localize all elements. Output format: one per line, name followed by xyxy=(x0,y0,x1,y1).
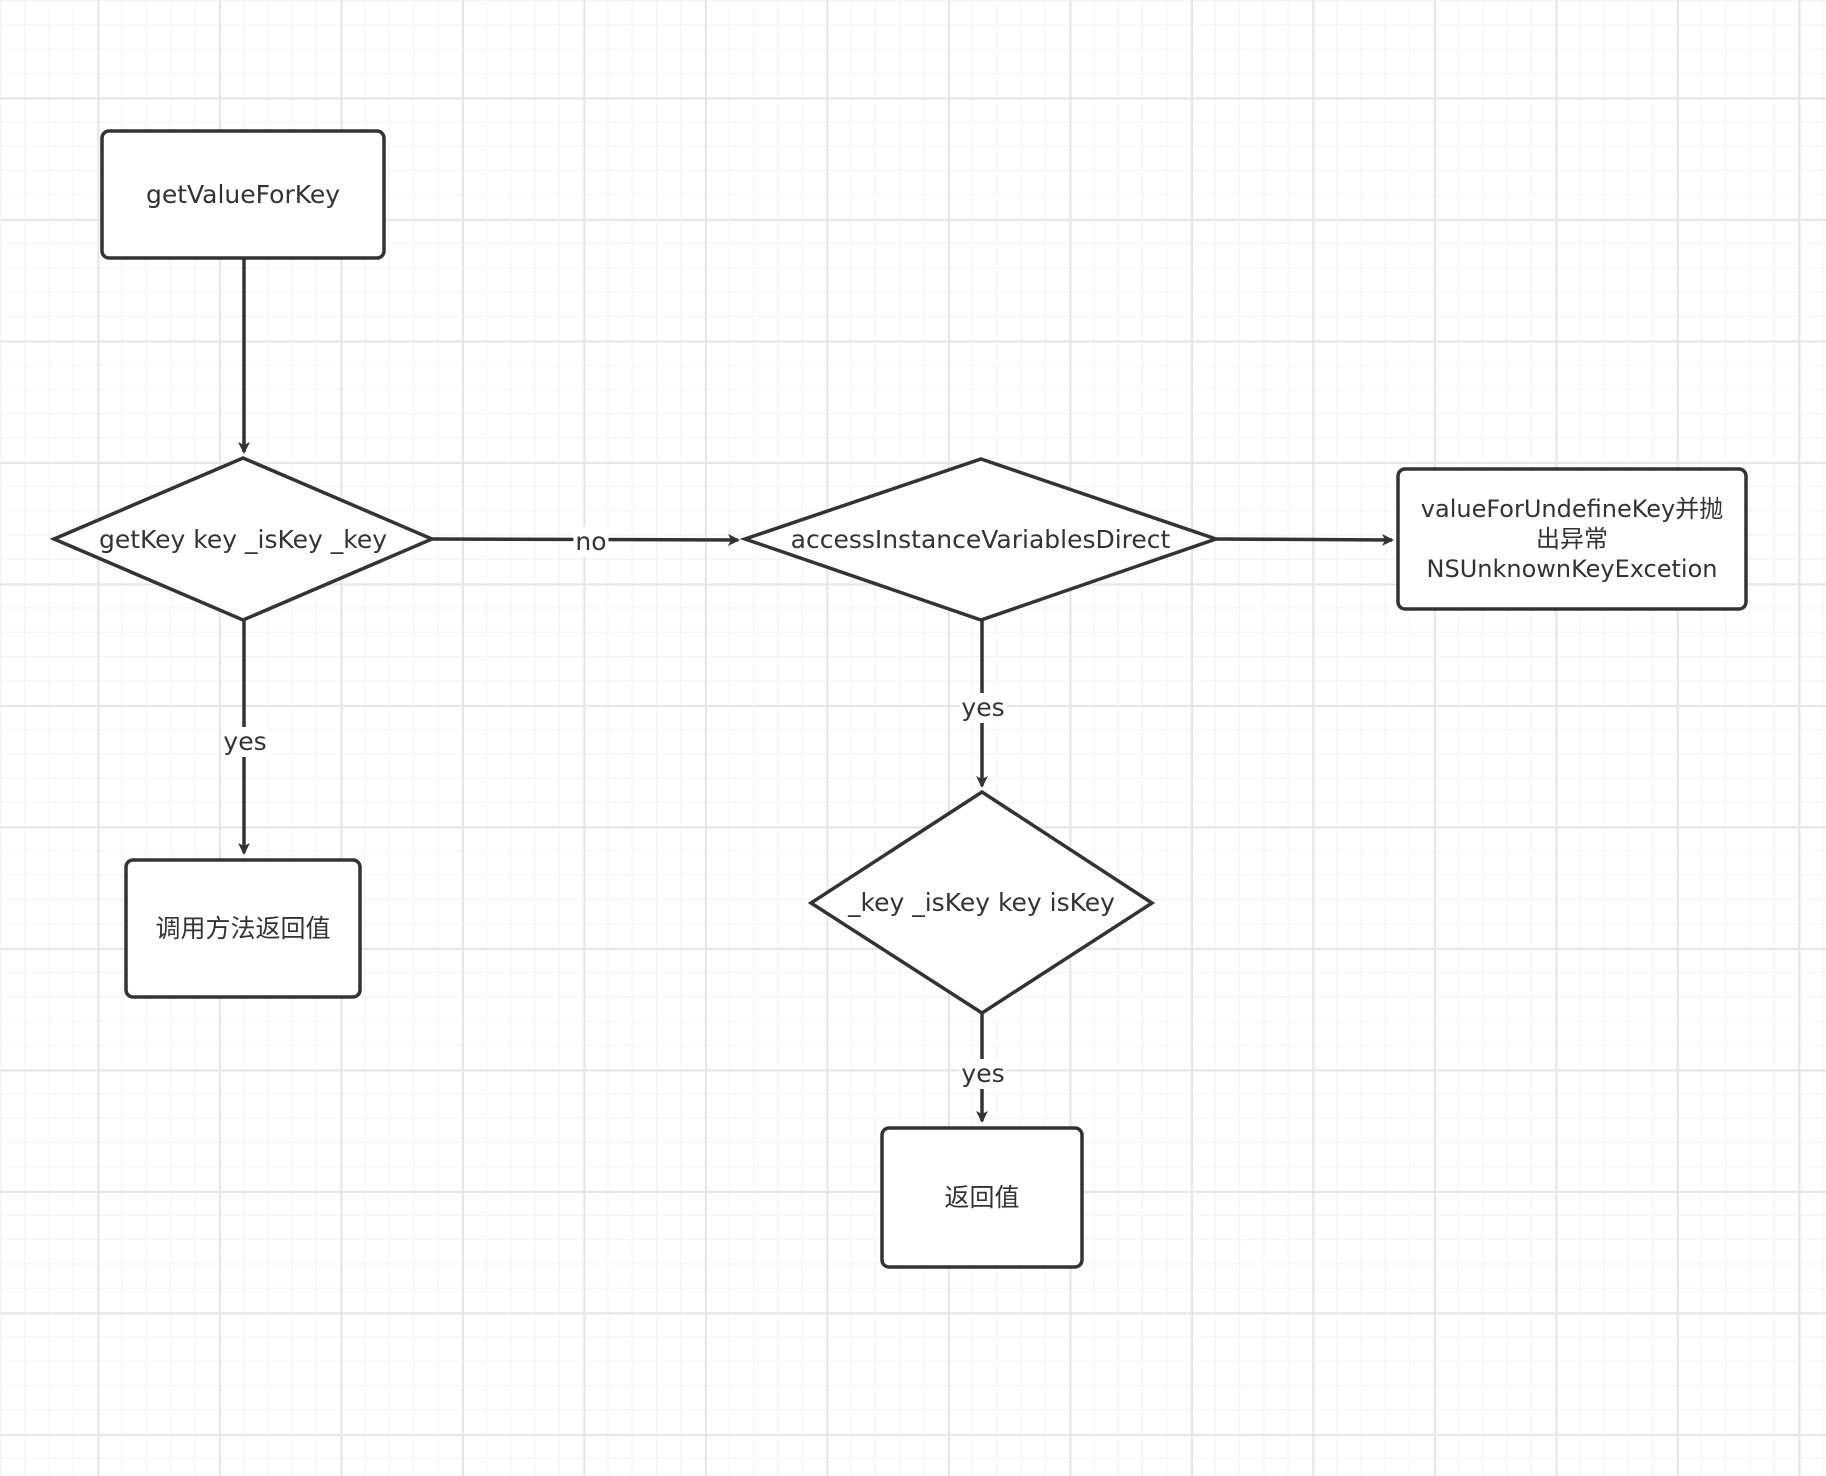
return-value-node xyxy=(880,1126,1084,1269)
start-node xyxy=(100,129,386,260)
undefined-key-node xyxy=(1396,467,1748,611)
ivars-decision-node xyxy=(807,789,1156,1016)
call-method-node xyxy=(124,858,362,999)
edge-access-to-undefined xyxy=(1215,533,1394,546)
edge-label-yes-access: yes xyxy=(959,693,1007,723)
access-decision-node xyxy=(739,457,1222,622)
edge-label-no: no xyxy=(573,527,609,557)
getter-decision-node xyxy=(49,456,437,622)
edge-label-yes-ivars: yes xyxy=(959,1059,1007,1089)
edge-label-yes-getter: yes xyxy=(221,727,269,757)
